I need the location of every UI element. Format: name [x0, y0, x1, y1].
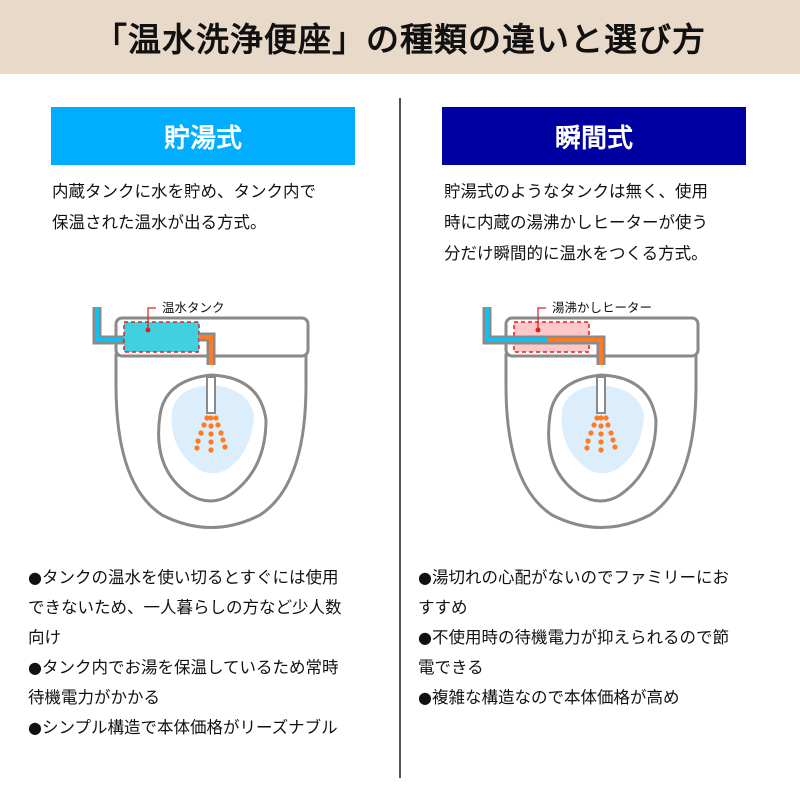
description-line: 分だけ瞬間的に温水をつくる方式。 — [444, 244, 708, 263]
column-divider — [399, 98, 401, 778]
bullet-line: 複雑な構造なので本体価格が高め — [431, 688, 680, 707]
callout-marker-icon — [535, 307, 546, 333]
water-spray-icon — [194, 415, 228, 453]
bullet-line: 不使用時の待機電力が抑えられるので節 — [431, 628, 729, 647]
cold-water-pipe-icon — [92, 307, 125, 345]
bullet-dot-icon: ● — [28, 718, 42, 737]
column-storage-type: 貯湯式 内蔵タンクに水を貯め、タンク内で 保温された温水が出る方式。 — [28, 107, 378, 743]
bullet-dot-icon: ● — [418, 688, 432, 707]
column-instant-type: 瞬間式 貯湯式のようなタンクは無く、使用 時に内蔵の湯沸かしヒーターが使う 分だ… — [400, 0, 800, 800]
bullet-line: すすめ — [418, 598, 468, 617]
bullet-line: シンプル構造で本体価格がリーズナブル — [41, 718, 338, 737]
bullet-line: 待機電力がかかる — [28, 688, 160, 707]
tank-label: 温水タンク — [162, 300, 225, 315]
bullet-item: ●不使用時の待機電力が抑えられるので節 電できる — [418, 623, 768, 683]
description-line: 内蔵タンクに水を貯め、タンク内で — [52, 182, 316, 201]
bullet-line: タンクの温水を使い切るとすぐには使用 — [41, 568, 339, 587]
storage-type-description: 内蔵タンクに水を貯め、タンク内で 保温された温水が出る方式。 — [52, 176, 372, 238]
page-title: 「温水洗浄便座」の種類の違いと選び方 — [94, 20, 706, 59]
bullet-line: できないため、一人暮らしの方など少人数 — [28, 598, 342, 617]
storage-type-label: 貯湯式 — [51, 107, 355, 165]
storage-toilet-diagram: 温水タンク — [92, 300, 310, 529]
hot-water-pipe-icon — [199, 332, 216, 365]
water-tank-icon — [123, 321, 200, 353]
bullet-item: ●タンク内でお湯を保温しているため常時 待機電力がかかる — [28, 653, 378, 713]
bullet-dot-icon: ● — [28, 658, 42, 677]
storage-type-bullets: ●タンクの温水を使い切るとすぐには使用 できないため、一人暮らしの方など少人数 … — [28, 563, 378, 743]
bullet-dot-icon: ● — [418, 628, 432, 647]
instant-type-title: 瞬間式 — [554, 123, 633, 154]
callout-marker-icon — [145, 307, 156, 333]
bullet-item: ●シンプル構造で本体価格がリーズナブル — [28, 713, 378, 743]
bullet-dot-icon: ● — [28, 568, 42, 587]
nozzle-icon — [596, 376, 606, 414]
bullet-item: ●複雑な構造なので本体価格が高め — [418, 683, 768, 713]
description-line: 貯湯式のようなタンクは無く、使用 — [444, 182, 708, 201]
bullet-line: 湯切れの心配がないのでファミリーにお — [431, 568, 729, 587]
bullet-item: ●タンクの温水を使い切るとすぐには使用 できないため、一人暮らしの方など少人数 … — [28, 563, 378, 653]
water-pipe-icon — [482, 307, 606, 365]
bullet-line: 電できる — [418, 658, 484, 677]
bullet-item: ●湯切れの心配がないのでファミリーにお すすめ — [418, 563, 768, 623]
heater-label: 湯沸かしヒーター — [552, 300, 652, 315]
instant-type-bullets: ●湯切れの心配がないのでファミリーにお すすめ ●不使用時の待機電力が抑えられる… — [418, 563, 768, 713]
bullet-line: 向け — [28, 628, 61, 647]
description-line: 時に内蔵の湯沸かしヒーターが使う — [444, 213, 708, 232]
storage-type-title: 貯湯式 — [163, 123, 242, 154]
water-spray-icon — [584, 415, 618, 453]
description-line: 保温された温水が出る方式。 — [52, 213, 267, 232]
instant-type-description: 貯湯式のようなタンクは無く、使用 時に内蔵の湯沸かしヒーターが使う 分だけ瞬間的… — [444, 176, 774, 269]
bullet-line: タンク内でお湯を保温しているため常時 — [41, 658, 339, 677]
page-header: 「温水洗浄便座」の種類の違いと選び方 — [0, 0, 800, 74]
instant-type-label: 瞬間式 — [442, 107, 746, 165]
bullet-dot-icon: ● — [418, 568, 432, 587]
instant-toilet-diagram: 湯沸かしヒーター — [482, 300, 700, 529]
nozzle-icon — [206, 376, 216, 414]
